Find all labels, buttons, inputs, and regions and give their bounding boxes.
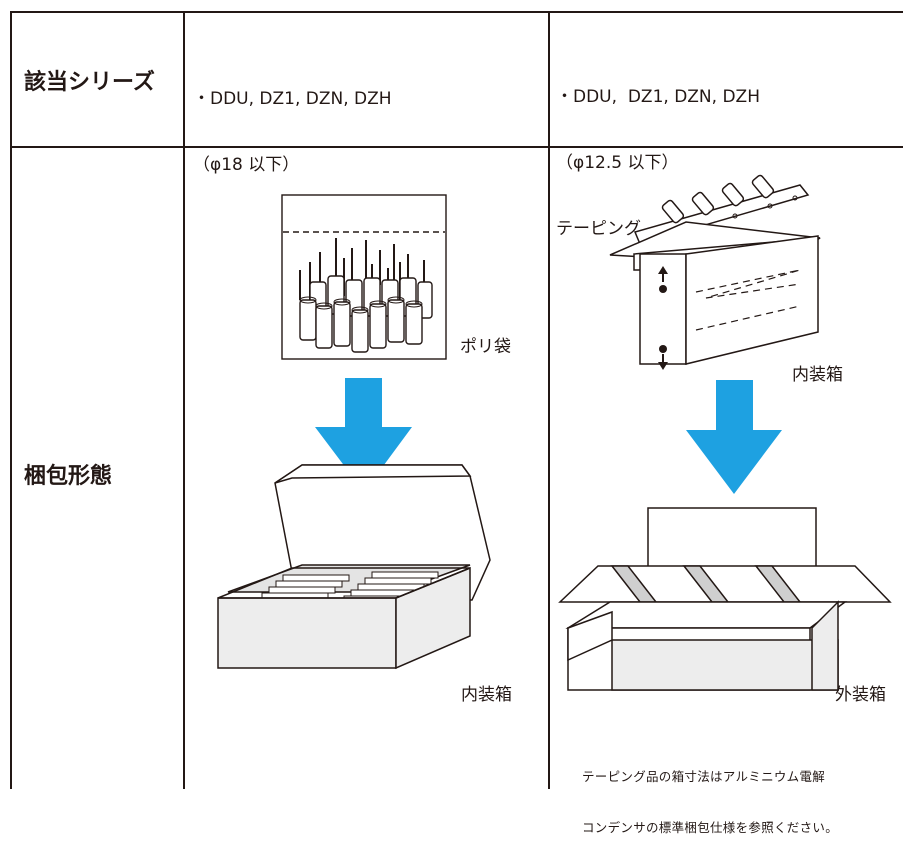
series-list-bulk-line1: ・DDU, DZ1, DZN, DZH — [193, 89, 392, 109]
series-list-bulk: ・DDU, DZ1, DZN, DZH （φ18 以下） — [193, 44, 392, 198]
table-row-divider — [10, 146, 903, 148]
series-list-taping: ・DDU, DZ1, DZN, DZH （φ12.5 以下） テーピング — [556, 42, 760, 262]
inner-box-label-col2: 内装箱 — [792, 365, 843, 385]
outer-box-illustration — [558, 507, 892, 691]
table-col-divider-2 — [548, 11, 550, 789]
taping-note-line2: コンデンサの標準梱包仕様を参照ください。 — [582, 820, 839, 835]
row-header-packaging: 梱包形態 — [24, 464, 113, 489]
down-arrow-1 — [315, 378, 412, 492]
table-left-border — [10, 11, 12, 789]
inner-box-illustration — [217, 464, 491, 670]
series-list-bulk-line2: （φ18 以下） — [193, 155, 300, 175]
table-col-divider-1 — [183, 11, 185, 789]
series-list-taping-line2: （φ12.5 以下） — [556, 153, 679, 173]
outer-box-label: 外装箱 — [835, 685, 886, 705]
inner-box-label-col1: 内装箱 — [461, 685, 512, 705]
poly-bag-illustration — [281, 194, 447, 360]
taping-note: テーピング品の箱寸法はアルミニウム電解 コンデンサの標準梱包仕様を参照ください。 — [582, 734, 838, 853]
down-arrow-2 — [686, 380, 782, 494]
row-header-series: 該当シリーズ — [24, 70, 155, 95]
packaging-illustrations — [217, 174, 892, 691]
table-top-border — [10, 11, 903, 13]
series-list-taping-line3: テーピング — [556, 219, 641, 239]
taping-box-illustration — [609, 174, 821, 370]
series-list-taping-line1: ・DDU, DZ1, DZN, DZH — [556, 87, 760, 107]
taping-note-line1: テーピング品の箱寸法はアルミニウム電解 — [582, 769, 826, 784]
poly-bag-label: ポリ袋 — [460, 337, 511, 357]
